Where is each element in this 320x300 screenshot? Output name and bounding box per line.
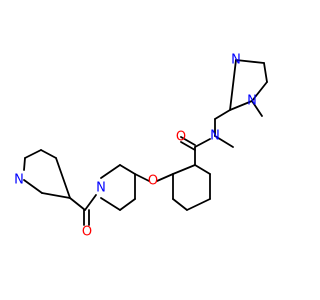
imidazole-n3-c4-bond (235, 59, 265, 64)
methylene-imidazole-bond (214, 109, 231, 120)
piperidine-c6-c5-bond (119, 198, 136, 211)
atom-label-layer: O N N N O N N O (14, 53, 257, 240)
aryl-ether-bond (156, 173, 174, 182)
amide-c-n-bond (194, 138, 211, 148)
pyridine-c6-c5-bond (24, 149, 42, 159)
pyridine-c4-c3-bond (55, 157, 71, 199)
benzene-c2-c3-bond (194, 164, 211, 175)
piperidine-c4-c3-bond (119, 164, 136, 175)
imidazole-c2-n3-bond (229, 59, 237, 111)
carbonyl-pyridine-bond (69, 197, 86, 211)
ether-piperidine-bond (134, 173, 150, 182)
imidazole-n1-c2-bond (229, 100, 253, 111)
n-methyl-bond (214, 135, 234, 148)
atom-label-ether-oxygen: O (148, 174, 158, 189)
pyridine-c5-c4-bond (40, 149, 57, 159)
atom-label-carbonyl-oxygen: O (176, 130, 186, 145)
atom-label-amide-nitrogen: N (210, 129, 220, 144)
atom-label-nicotinoyl-oxygen: O (82, 225, 92, 240)
piperidine-n-carbonyl-bond (84, 194, 97, 211)
pyridine-c2-n1-bond (23, 179, 43, 194)
bond-layer (23, 59, 268, 226)
chemical-structure-drawing: O N N N O N N O (14, 53, 268, 240)
benzene-c5-c6-bond (172, 198, 188, 211)
imidazole-c5-n1-bond (251, 81, 268, 102)
benzene-c1-c2-close (172, 164, 196, 175)
carbonyl-double-bond-a (180, 136, 196, 146)
piperidine-n-c6-bond (100, 197, 121, 211)
carbonyl-double-bond-b (180, 141, 196, 151)
piperidine-c3-c2-bond (100, 164, 121, 179)
atom-label-pyridine-nitrogen: N (14, 173, 24, 188)
pyridine-n1-c6-bond (23, 157, 26, 171)
atom-label-imidazole-nitrogen: N (231, 53, 241, 68)
pyridine-c3-c2-bond (41, 192, 71, 199)
benzene-c4-c5-bond (186, 198, 211, 211)
imidazole-c4-c5-bond (263, 62, 268, 83)
atom-label-piperidine-nitrogen: N (96, 181, 106, 196)
atom-label-imidazole-methyl-nitrogen: N (247, 94, 257, 109)
imidazole-n-methyl-bond (251, 100, 263, 117)
